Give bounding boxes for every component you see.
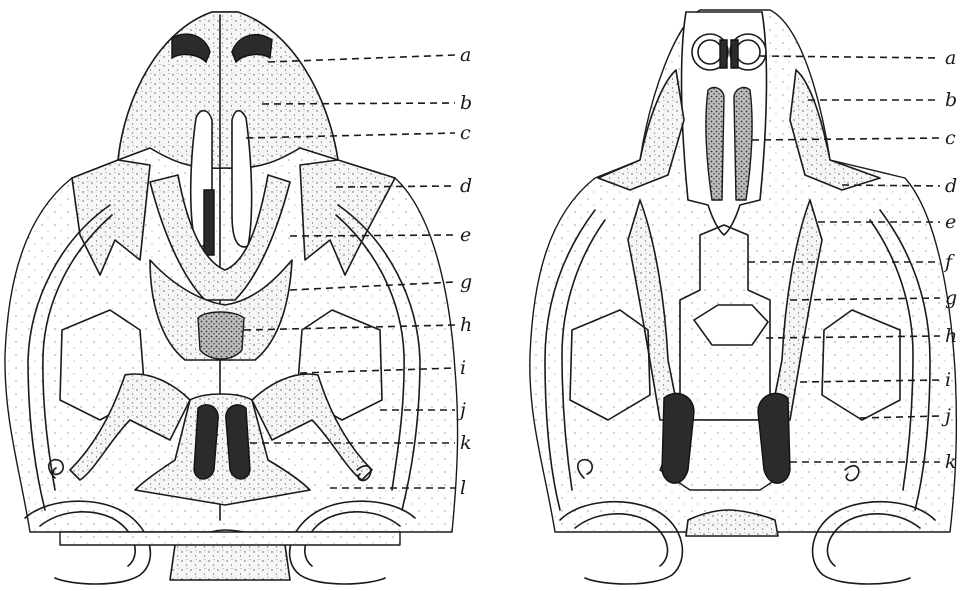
orbit-dark-right — [731, 40, 738, 68]
skull-figure-right — [530, 10, 957, 584]
label-right-4: d — [945, 175, 957, 197]
basal-stipple — [60, 532, 400, 545]
label-right-8: h — [945, 325, 957, 347]
vomer-dark — [204, 190, 214, 255]
label-left-5: e — [460, 224, 471, 246]
condyle-right — [226, 405, 250, 479]
label-left-10: k — [460, 432, 472, 454]
orbit-dark-left — [720, 40, 727, 68]
label-left-6: g — [460, 271, 472, 293]
labels-left: a b c d e g h i j k l — [456, 44, 472, 499]
label-left-4: d — [460, 175, 472, 197]
label-left-8: i — [460, 357, 466, 379]
skull-figure-left — [5, 12, 458, 584]
label-right-7: g — [945, 287, 957, 309]
label-right-11: k — [945, 451, 957, 473]
label-right-9: i — [945, 369, 951, 391]
label-right-5: e — [945, 211, 956, 233]
parietal-dark — [198, 312, 244, 359]
label-left-2: b — [460, 92, 472, 114]
label-right-2: b — [945, 89, 957, 111]
condyle-left — [194, 405, 218, 479]
premaxilla — [118, 12, 338, 168]
label-right-6: f — [943, 251, 955, 273]
label-left-1: a — [460, 44, 471, 66]
label-right-1: a — [945, 47, 956, 69]
label-left-11: l — [460, 477, 466, 499]
label-left-3: c — [460, 122, 471, 144]
label-right-3: c — [945, 127, 956, 149]
label-left-7: h — [460, 314, 472, 336]
